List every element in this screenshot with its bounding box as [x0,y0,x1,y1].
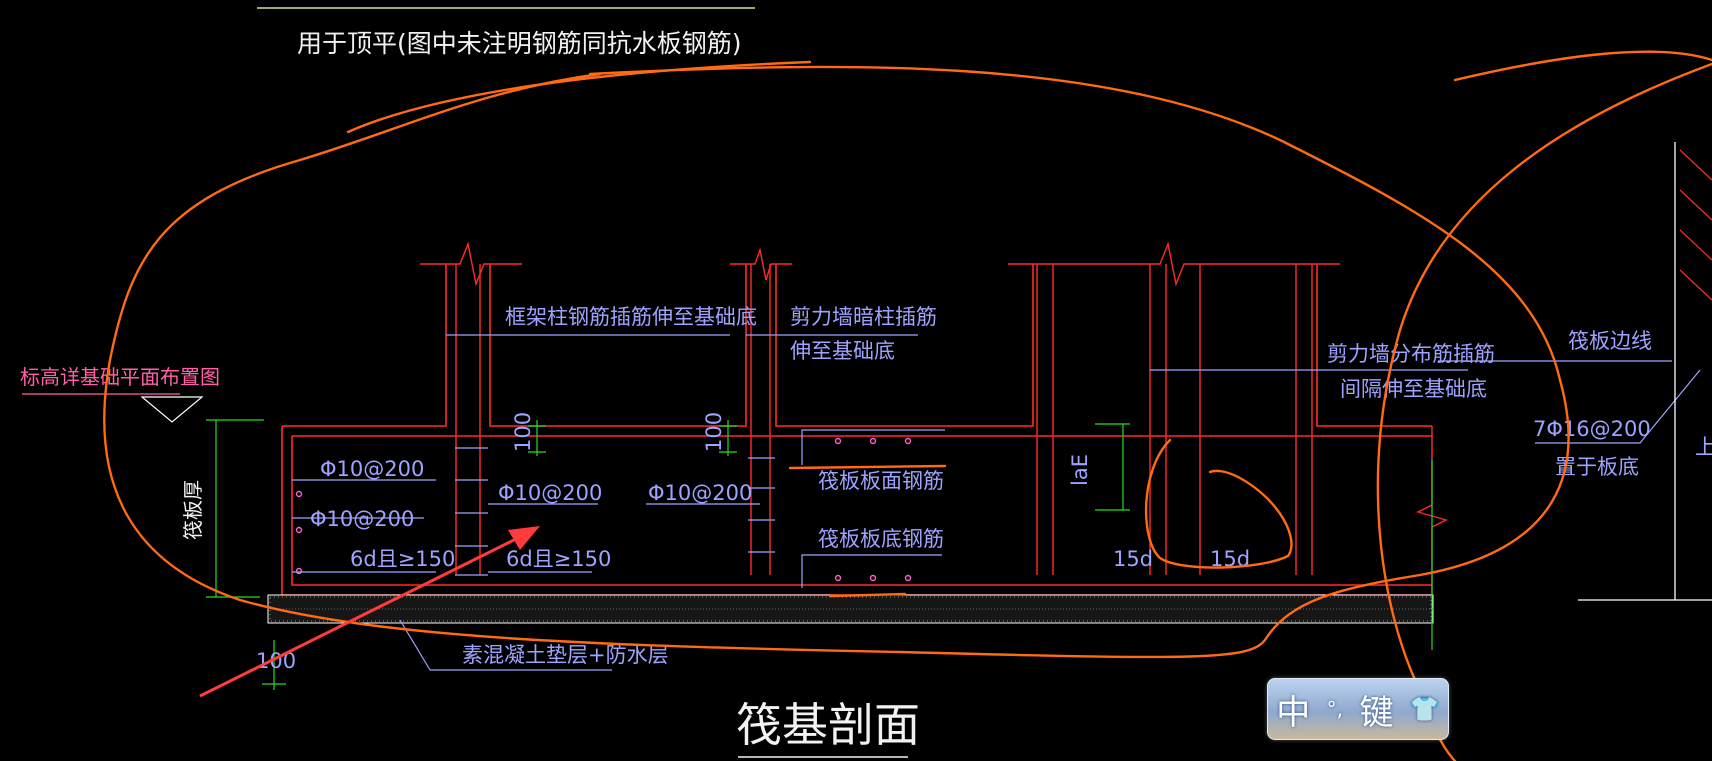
cushion-note: 素混凝土垫层+防水层 [462,643,669,667]
red-arrow-icon [199,526,540,698]
section-title: 筏基剖面 [736,698,920,752]
leader-lines [292,334,1701,671]
ime-lang-toggle[interactable]: 中 [1276,692,1311,733]
shear-wall-dist-note-1: 剪力墙分布筋插筋 [1327,342,1495,366]
edge-rebar-label: 7Φ16@200 [1533,417,1651,441]
column-rebar-note: 框架柱钢筋插筋伸至基础底 [505,305,757,329]
shear-wall-column-note-1: 剪力墙暗柱插筋 [790,305,937,329]
rebar-mid-1: Φ10@200 [498,481,602,505]
rebar-left-1: Φ10@200 [320,457,424,481]
anchorage-label: laE [1068,454,1092,486]
ime-skin-icon[interactable]: 👕 [1409,695,1440,723]
rebar-dots [295,437,912,582]
raft-thickness-label: 筏板厚 [181,480,205,540]
ime-key-button[interactable]: 键 [1359,692,1394,733]
top-rebar-label: 筏板板面钢筋 [818,469,944,493]
ime-punct-toggle[interactable]: °, [1326,697,1344,721]
green-dimensions [262,420,1433,690]
spacing-2: 6d且≥150 [506,547,611,571]
right-cut-label: 上 [1695,435,1712,459]
edge-rebar-note: 置于板底 [1555,455,1639,479]
right-hatch [1679,149,1712,301]
hook-left-label: 15d [1113,547,1153,571]
spacing-1: 6d且≥150 [350,547,455,571]
right-detail [1578,142,1712,601]
ime-toolbar[interactable]: 中 °, 键 👕 [1267,678,1449,740]
shear-wall-column-note-2: 伸至基础底 [790,339,895,363]
shear-wall-dist-note-2: 间隔伸至基础底 [1340,377,1487,401]
bottom-rebar-label: 筏板板底钢筋 [818,527,944,551]
dim-100-b: 100 [702,412,726,452]
rebar-mid-2: Φ10@200 [648,481,752,505]
elevation-triangle-icon [140,396,204,423]
column-rebars [455,264,1313,575]
markup-strokes[interactable] [103,50,1712,761]
stirrup-ticks [455,447,775,576]
cushion-texture [269,596,1432,622]
rebar-left-2: Φ10@200 [310,507,414,531]
raft-edge-line-label: 筏板边线 [1568,329,1652,353]
elevation-note: 标高详基础平面布置图 [20,365,220,389]
top-note: 用于顶平(图中未注明钢筋同抗水板钢筋) [297,29,742,58]
dim-100-a: 100 [511,412,535,452]
